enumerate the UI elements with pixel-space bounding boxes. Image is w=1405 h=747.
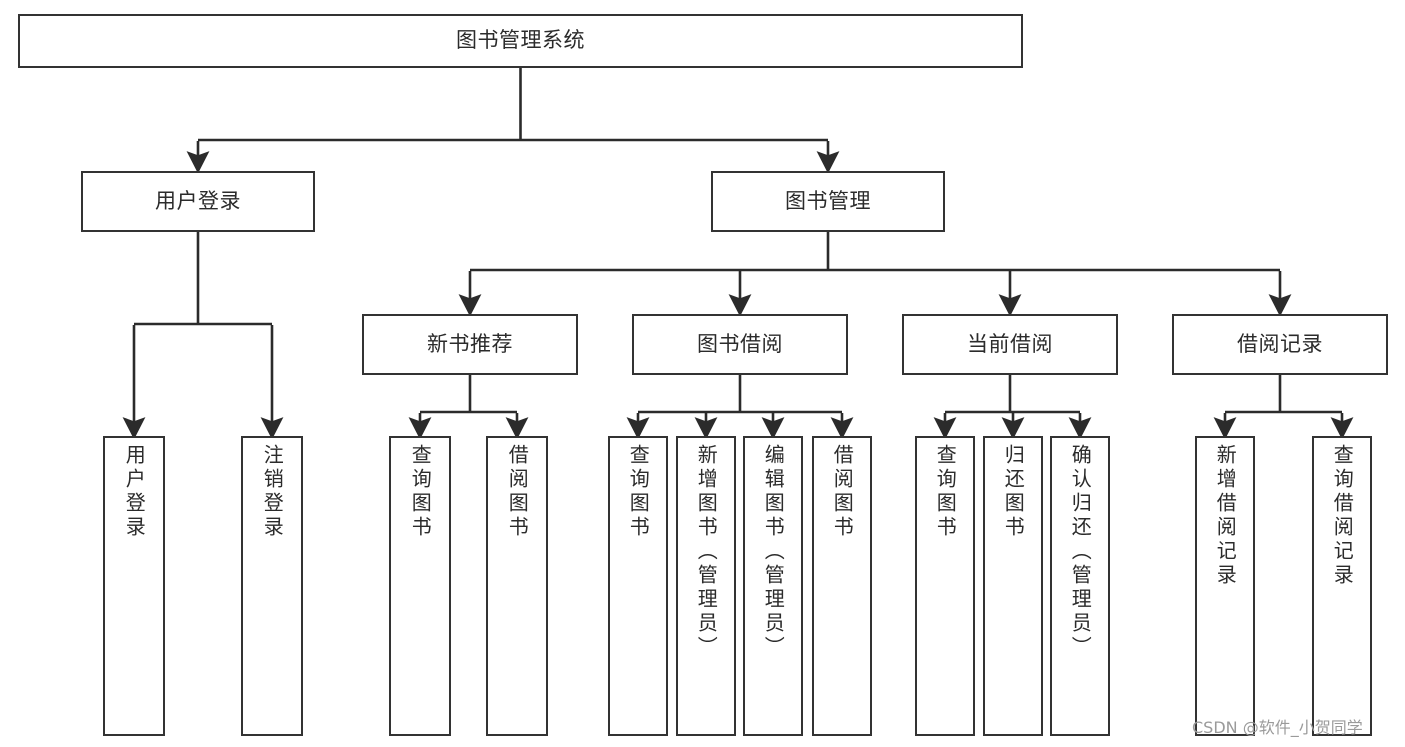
node-leaf-query-book-current[interactable]: 查询图书	[915, 436, 975, 736]
node-label: 查询图书	[933, 444, 958, 540]
node-label: 新增图书（管理员）	[694, 444, 719, 660]
node-leaf-query-borrow-record[interactable]: 查询借阅记录	[1312, 436, 1372, 736]
node-root-library-system[interactable]: 图书管理系统	[18, 14, 1023, 68]
node-label: 借阅图书	[830, 444, 855, 540]
node-current-borrow[interactable]: 当前借阅	[902, 314, 1118, 375]
node-label: 图书管理	[785, 188, 871, 213]
node-book-management[interactable]: 图书管理	[711, 171, 945, 232]
node-leaf-borrow-book-recommend[interactable]: 借阅图书	[486, 436, 548, 736]
node-new-book-recommend[interactable]: 新书推荐	[362, 314, 578, 375]
node-label: 查询借阅记录	[1330, 444, 1355, 588]
node-leaf-user-login[interactable]: 用户登录	[103, 436, 165, 736]
node-leaf-add-borrow-record[interactable]: 新增借阅记录	[1195, 436, 1255, 736]
node-label: 新增借阅记录	[1213, 444, 1238, 588]
node-label: 注销登录	[260, 444, 285, 540]
node-label: 当前借阅	[967, 331, 1053, 356]
node-leaf-add-book-admin[interactable]: 新增图书（管理员）	[676, 436, 736, 736]
node-label: 查询图书	[408, 444, 433, 540]
node-label: 新书推荐	[427, 331, 513, 356]
node-label: 用户登录	[122, 444, 147, 540]
node-label: 查询图书	[626, 444, 651, 540]
node-label: 借阅记录	[1237, 331, 1323, 356]
node-label: 确认归还（管理员）	[1068, 444, 1093, 660]
node-leaf-logout[interactable]: 注销登录	[241, 436, 303, 736]
node-label: 图书管理系统	[456, 28, 585, 53]
node-leaf-borrow-book[interactable]: 借阅图书	[812, 436, 872, 736]
node-label: 用户登录	[155, 188, 241, 213]
node-leaf-confirm-return-admin[interactable]: 确认归还（管理员）	[1050, 436, 1110, 736]
node-label: 借阅图书	[505, 444, 530, 540]
node-label: 图书借阅	[697, 331, 783, 356]
node-user-login[interactable]: 用户登录	[81, 171, 315, 232]
node-borrow-record[interactable]: 借阅记录	[1172, 314, 1388, 375]
node-label: 归还图书	[1001, 444, 1026, 540]
node-leaf-edit-book-admin[interactable]: 编辑图书（管理员）	[743, 436, 803, 736]
node-book-borrow[interactable]: 图书借阅	[632, 314, 848, 375]
node-leaf-query-book-recommend[interactable]: 查询图书	[389, 436, 451, 736]
node-leaf-return-book[interactable]: 归还图书	[983, 436, 1043, 736]
node-label: 编辑图书（管理员）	[761, 444, 786, 660]
node-leaf-query-book-borrow[interactable]: 查询图书	[608, 436, 668, 736]
